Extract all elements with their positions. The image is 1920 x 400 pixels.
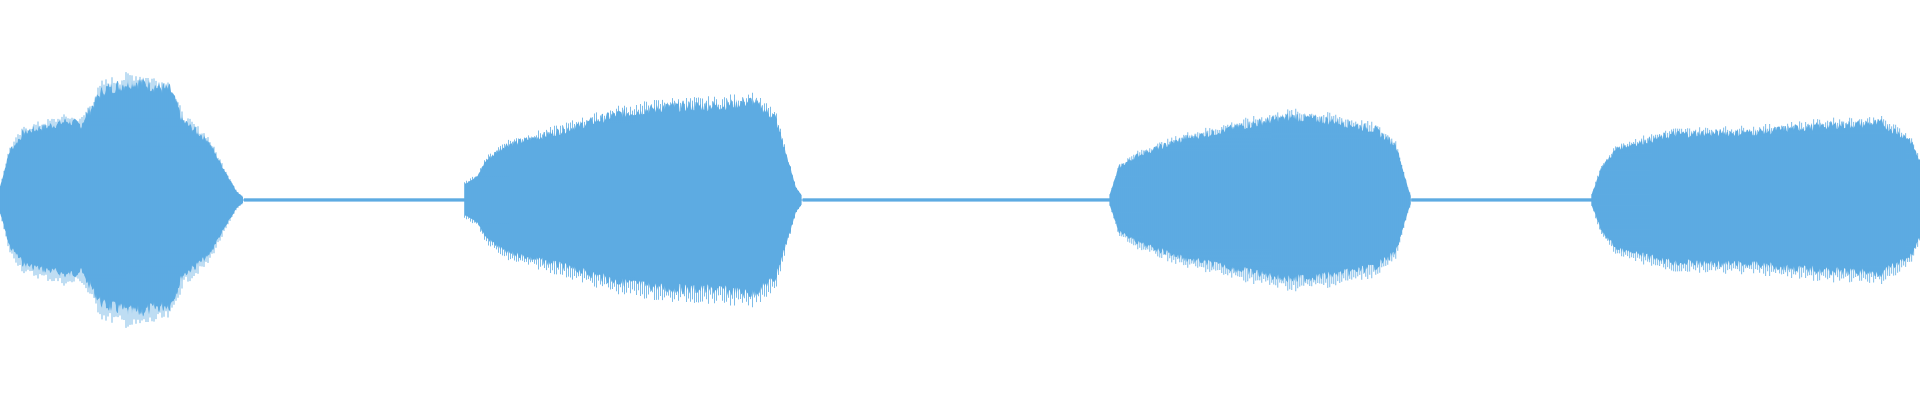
waveform-clip-4-peaks — [1591, 116, 1920, 284]
waveform-clip-3[interactable] — [1109, 108, 1411, 292]
waveform-gap-1 — [243, 198, 465, 202]
waveform-gap-3-line — [1411, 198, 1592, 202]
waveform-clips — [0, 72, 1920, 328]
waveform-clip-1[interactable] — [0, 72, 243, 328]
waveform-clip-4[interactable] — [1591, 116, 1920, 284]
waveform-gap-1-line — [243, 198, 465, 202]
waveform-clip-1-peaks — [0, 72, 243, 328]
waveform-gap-3 — [1411, 198, 1592, 202]
waveform-clip-2-shape — [464, 97, 802, 298]
waveform-gap-2 — [802, 198, 1110, 202]
waveform-clip-2-peaks — [464, 92, 801, 308]
waveform-clip-3-peaks — [1109, 108, 1411, 292]
waveform-clip-1-shape — [0, 77, 243, 317]
waveform-clip-2[interactable] — [464, 92, 802, 308]
waveform-gap-2-line — [802, 198, 1110, 202]
